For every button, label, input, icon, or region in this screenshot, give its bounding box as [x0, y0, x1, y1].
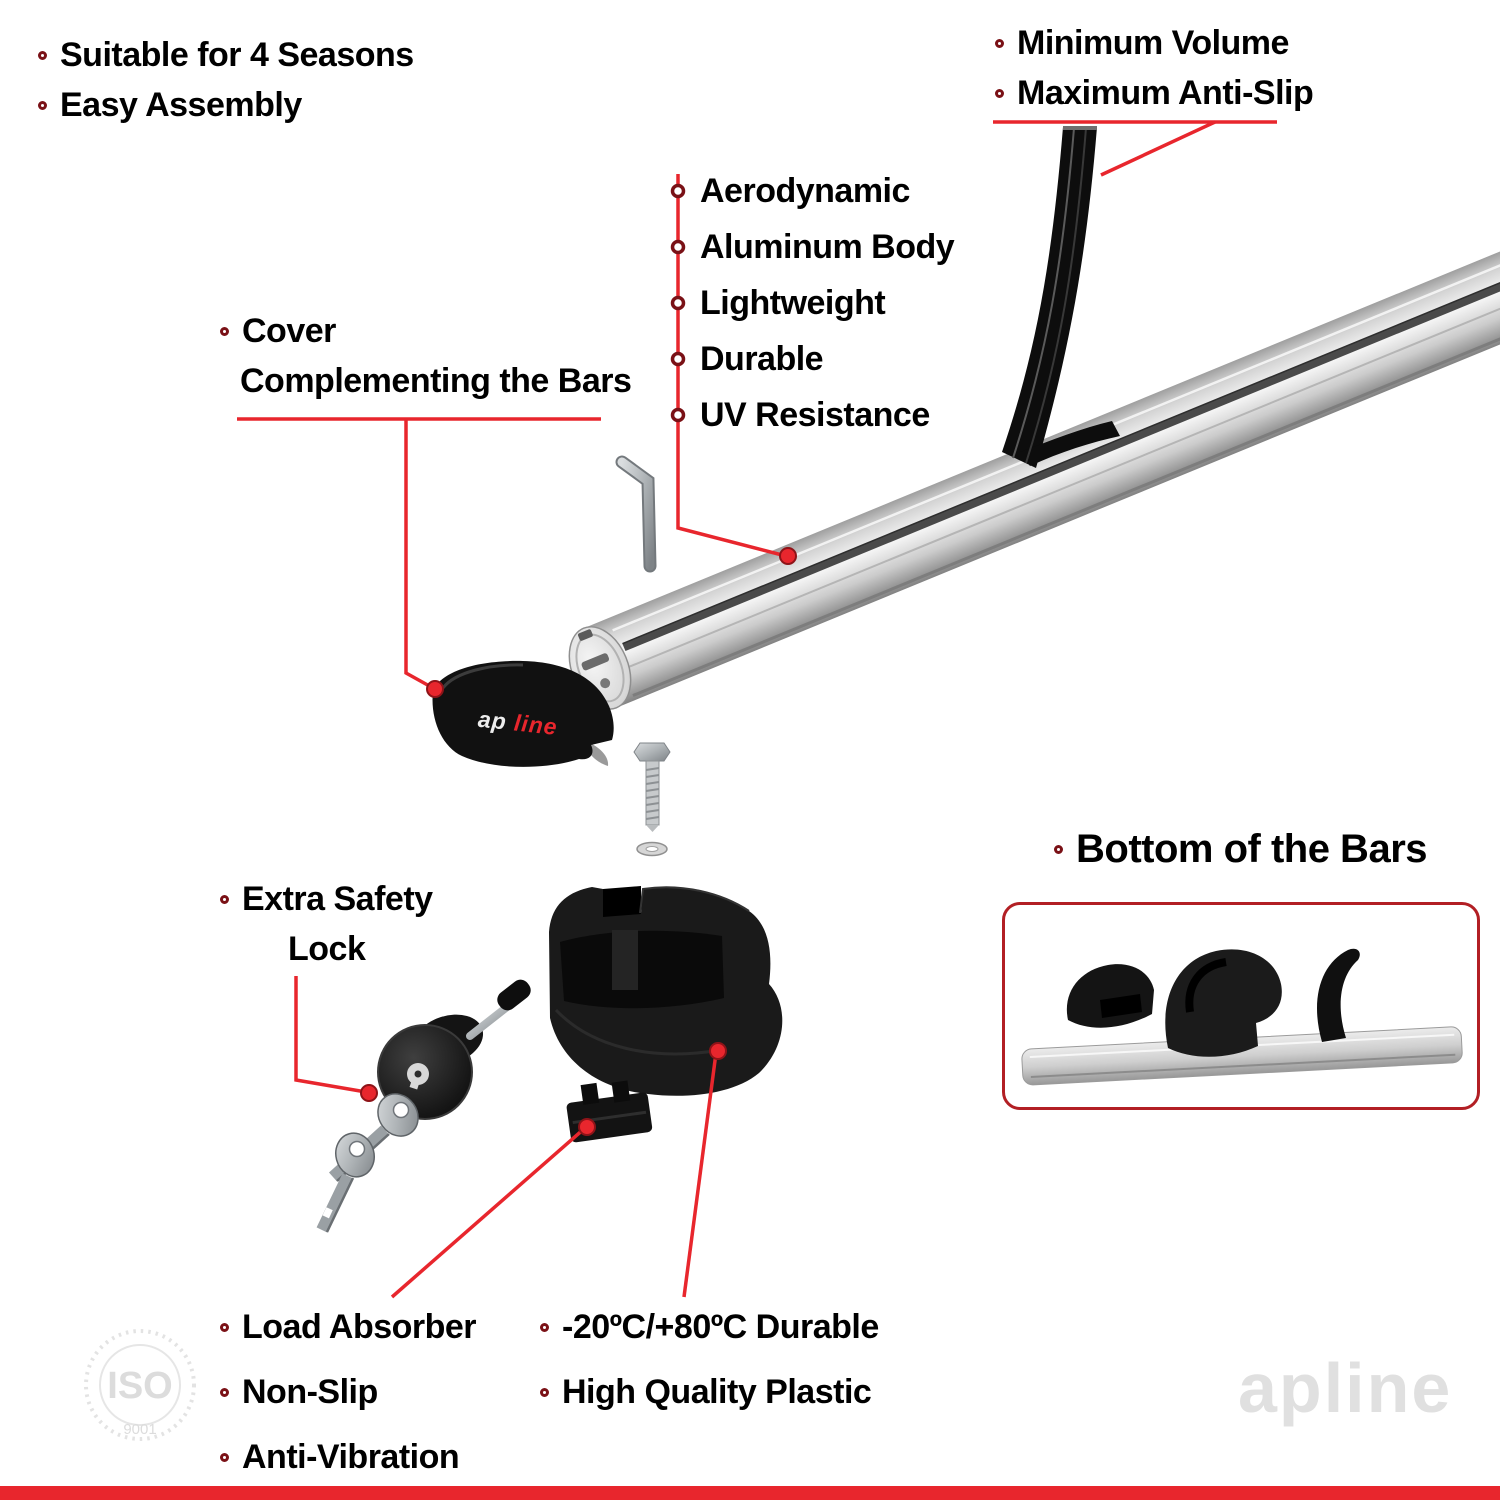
bullet-icon — [540, 1323, 549, 1332]
top-left-labels: Suitable for 4 Seasons Easy Assembly — [38, 30, 414, 130]
cross-bar — [568, 221, 1500, 710]
label-row: Extra Safety — [220, 874, 433, 924]
bullet-icon — [995, 88, 1004, 98]
bottom-mid-labels: -20ºC/+80ºC Durable High Quality Plastic — [540, 1295, 879, 1425]
bullet-icon — [670, 295, 686, 311]
label-text: Load Absorber — [242, 1308, 477, 1346]
label-row: Durable — [700, 331, 954, 387]
label-row: Complementing the Bars — [240, 356, 632, 406]
bar-feature-labels: Aerodynamic Aluminum Body Lightweight Du… — [700, 163, 955, 443]
cover-logo-ap: ap — [477, 706, 508, 735]
label-text: Easy Assembly — [60, 85, 302, 124]
label-text: Suitable for 4 Seasons — [60, 35, 414, 74]
bottom-accent-bar — [0, 1486, 1500, 1500]
iso-badge: ISO 9001 — [84, 1329, 196, 1441]
foot-clamp — [549, 886, 783, 1096]
callout-dot — [426, 680, 444, 698]
label-text: Maximum Anti-Slip — [1017, 73, 1314, 112]
label-row: Anti-Vibration — [220, 1425, 476, 1490]
iso-sub-text: 9001 — [123, 1421, 156, 1438]
label-row: Maximum Anti-Slip — [995, 68, 1314, 118]
allen-key — [615, 455, 657, 573]
feature-bullet-icons — [670, 183, 686, 423]
label-row: Bottom of the Bars — [1054, 824, 1428, 874]
callout-lines — [237, 120, 1277, 1299]
label-text: Durable — [700, 339, 824, 378]
label-text: Lock — [288, 929, 366, 968]
label-text: Non-Slip — [242, 1373, 378, 1411]
label-row: Non-Slip — [220, 1360, 476, 1425]
bullet-icon — [38, 100, 47, 110]
label-text: Cover — [242, 311, 336, 350]
label-row: Suitable for 4 Seasons — [38, 30, 414, 80]
washer — [636, 841, 668, 857]
label-text: High Quality Plastic — [562, 1373, 872, 1411]
label-row: Easy Assembly — [38, 80, 414, 130]
label-text: Lightweight — [700, 283, 886, 322]
bullet-icon — [220, 1388, 229, 1397]
label-text: Anti-Vibration — [242, 1438, 460, 1476]
cover-logo-line: line — [513, 710, 559, 740]
bullet-icon — [38, 50, 47, 60]
bottom-bars-label: Bottom of the Bars — [1054, 824, 1428, 874]
callout-dot — [779, 547, 797, 565]
label-text: Complementing the Bars — [240, 361, 632, 400]
keys — [316, 1093, 419, 1233]
bullet-icon — [670, 351, 686, 367]
label-row: Lock — [288, 924, 433, 974]
bullet-icon — [670, 407, 686, 423]
bullet-icon — [220, 894, 229, 904]
callout-dots — [360, 547, 797, 1136]
label-row: Cover — [220, 306, 631, 356]
label-row: High Quality Plastic — [540, 1360, 879, 1425]
bottom-left-labels: Load Absorber Non-Slip Anti-Vibration — [220, 1295, 477, 1490]
callout-dot — [709, 1042, 727, 1060]
label-text: UV Resistance — [700, 395, 930, 434]
cover-part: ap line — [432, 660, 614, 767]
label-text: Bottom of the Bars — [1076, 826, 1428, 871]
bullet-icon — [1054, 844, 1063, 854]
bolt — [633, 742, 671, 832]
label-text: Aerodynamic — [700, 171, 910, 210]
bottom-of-bars-inset-frame — [1002, 902, 1480, 1110]
label-text: Extra Safety — [242, 879, 433, 918]
label-row: Aluminum Body — [700, 219, 955, 275]
label-text: Aluminum Body — [700, 227, 955, 266]
label-row: Lightweight — [700, 275, 954, 331]
label-row: Load Absorber — [220, 1295, 477, 1360]
label-row: Minimum Volume — [995, 18, 1313, 68]
bullet-icon — [540, 1388, 549, 1397]
brand-watermark: apline — [1238, 1349, 1452, 1427]
inset-bottom-of-bars-art — [1021, 948, 1463, 1086]
label-row: UV Resistance — [700, 387, 954, 443]
label-text: Minimum Volume — [1017, 23, 1289, 62]
bar-channel — [622, 248, 1500, 652]
bullet-icon — [670, 239, 686, 255]
cover-labels: Cover Complementing the Bars — [220, 306, 632, 406]
rubber-strip — [1002, 126, 1120, 468]
bullet-icon — [220, 1453, 229, 1462]
label-row: Aerodynamic — [700, 163, 954, 219]
lock-labels: Extra Safety Lock — [220, 874, 433, 974]
bullet-icon — [220, 1323, 229, 1332]
label-text: -20ºC/+80ºC Durable — [562, 1308, 879, 1346]
top-right-labels: Minimum Volume Maximum Anti-Slip — [995, 18, 1314, 118]
bullet-icon — [220, 326, 229, 336]
iso-text: ISO — [107, 1365, 172, 1407]
callout-dot — [578, 1118, 596, 1136]
label-row: -20ºC/+80ºC Durable — [540, 1295, 879, 1360]
callout-dot — [360, 1084, 378, 1102]
bullet-icon — [995, 38, 1004, 48]
cover-logo: ap line — [477, 706, 559, 740]
bullet-icon — [670, 183, 686, 199]
